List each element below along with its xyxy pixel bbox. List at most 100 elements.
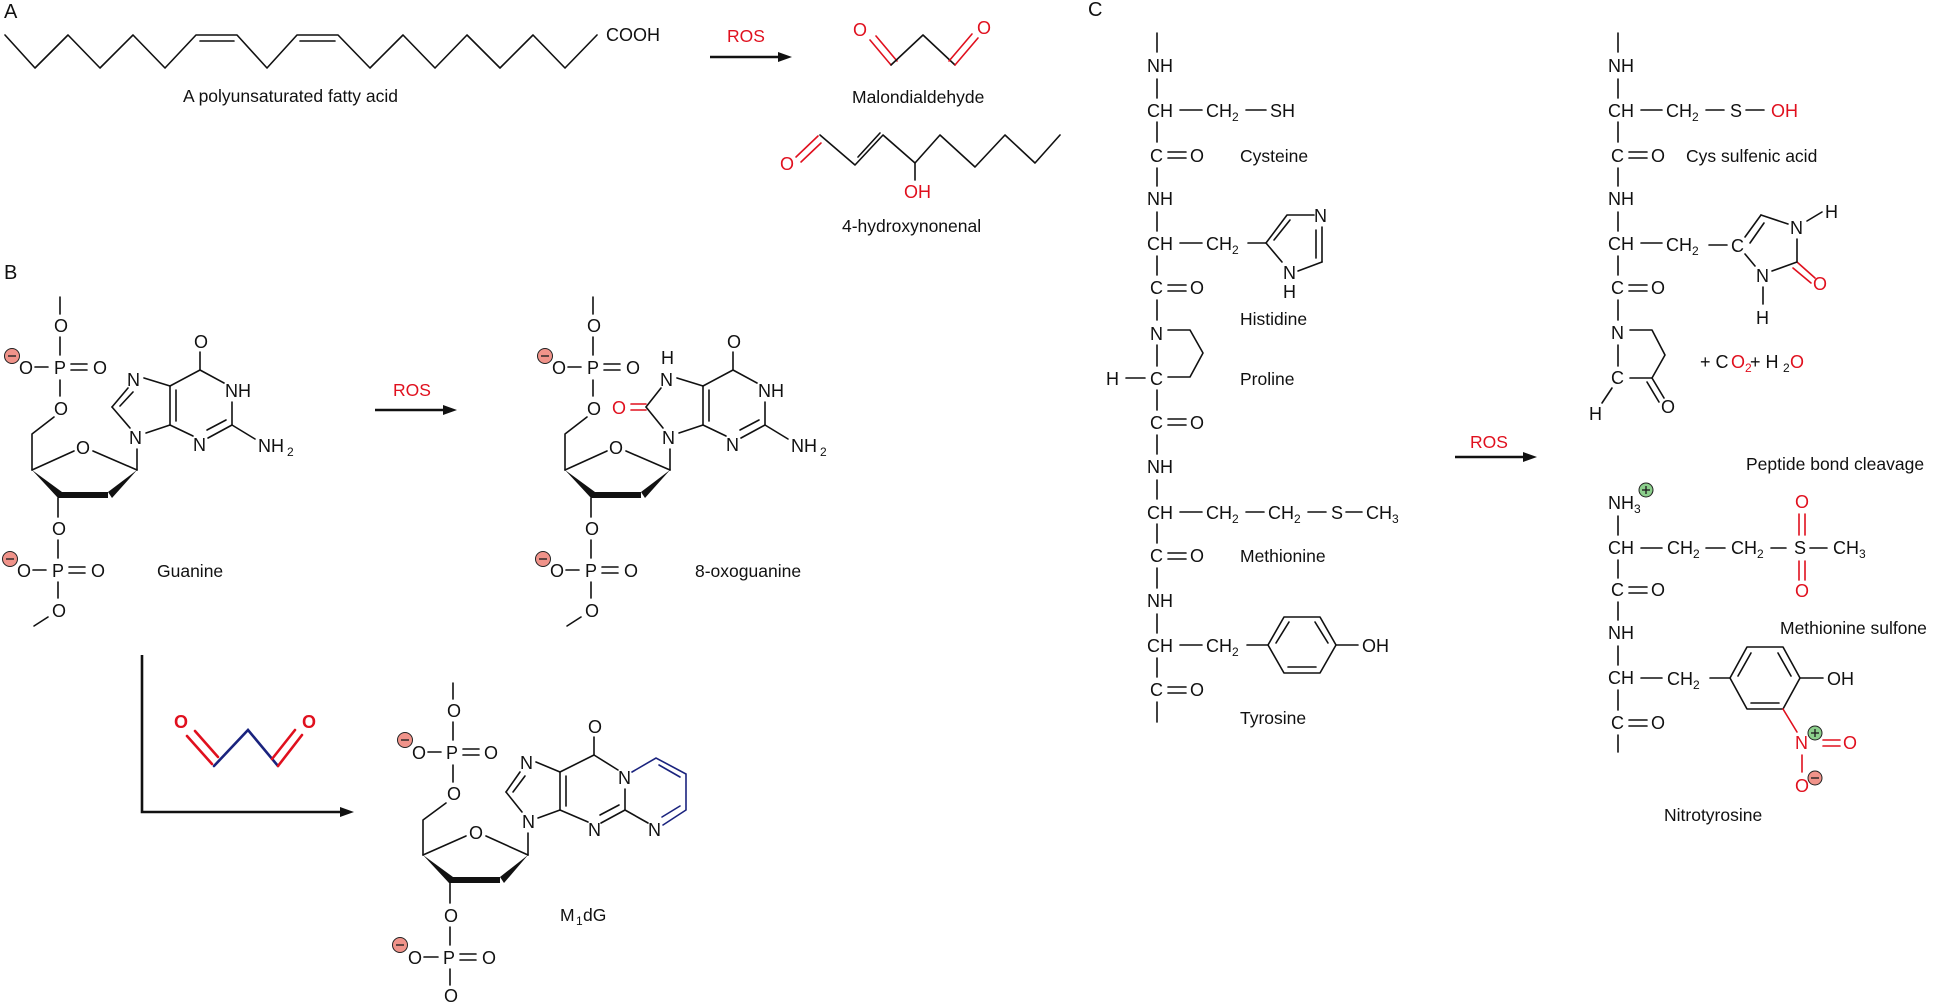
atom-o: O xyxy=(552,358,566,378)
atom-h: H xyxy=(1756,308,1769,328)
atom-o: O xyxy=(1190,680,1204,700)
atom-ch: CH xyxy=(1147,234,1173,254)
atom-nh: NH xyxy=(1147,56,1173,76)
atom-c: C xyxy=(1150,413,1163,433)
atom-ch2: CH xyxy=(1667,538,1693,558)
fatty-acid-chain xyxy=(4,34,598,69)
atom-n-pyrimido: N xyxy=(648,820,661,840)
atom-o8: O xyxy=(612,398,626,418)
label-subscript: 1 xyxy=(576,914,583,928)
atom-s: S xyxy=(1794,538,1806,558)
mda-oxygen-2: O xyxy=(977,18,991,38)
atom-h: H xyxy=(1825,202,1838,222)
atom-o: O xyxy=(444,986,458,1004)
sulfone-oxygen-top: O xyxy=(1795,492,1809,512)
methionine-label: Methionine xyxy=(1240,546,1326,566)
atom-o: O xyxy=(585,601,599,621)
ros-label-a: ROS xyxy=(727,26,765,46)
atom-ch: CH xyxy=(1147,636,1173,656)
atom-nh2: NH xyxy=(791,436,817,456)
mda-adduct-arrow: O O xyxy=(140,655,354,817)
atom-n1: N xyxy=(618,768,631,788)
nitro-oxygen-anion: O xyxy=(1795,776,1809,796)
atom-o: O xyxy=(1651,278,1665,298)
atom-o: O xyxy=(1651,146,1665,166)
atom-c: C xyxy=(1150,146,1163,166)
arrow-head xyxy=(340,807,354,817)
byproduct-text: + H xyxy=(1750,352,1779,372)
subscript: 3 xyxy=(1859,547,1866,561)
atom-ch: CH xyxy=(1608,234,1634,254)
atom-o: O xyxy=(444,906,458,926)
methionine-sulfone-label: Methionine sulfone xyxy=(1780,618,1927,638)
atom-n9: N xyxy=(662,428,675,448)
mda-oxygen-1: O xyxy=(853,20,867,40)
atom-c: C xyxy=(1150,278,1163,298)
atom-n: N xyxy=(1611,323,1624,343)
atom-nh: NH xyxy=(1608,56,1634,76)
atom-c: C xyxy=(1611,713,1624,733)
atom-o: O xyxy=(1190,146,1204,166)
atom-o: O xyxy=(1651,713,1665,733)
panel-a: A COOH A polyunsaturated fatty acid ROS … xyxy=(4,1,1061,236)
atom-o6: O xyxy=(194,332,208,352)
atom-o: O xyxy=(585,519,599,539)
byproducts: + C O 2 + H 2 O xyxy=(1700,352,1804,375)
atom-sh: SH xyxy=(1270,101,1295,121)
atom-o: O xyxy=(624,561,638,581)
ros-label-c: ROS xyxy=(1470,432,1508,452)
atom-o: O xyxy=(447,784,461,804)
atom-n: N xyxy=(1314,206,1327,226)
atom-c: C xyxy=(1731,236,1744,256)
malondialdehyde-label: Malondialdehyde xyxy=(852,87,984,107)
atom-o: O xyxy=(1651,580,1665,600)
nitrotyrosine-label: Nitrotyrosine xyxy=(1664,805,1762,825)
atom-o: O xyxy=(550,561,564,581)
hne-hydroxyl: OH xyxy=(904,182,931,202)
guanine-label: Guanine xyxy=(157,561,223,581)
mda-reagent: O O xyxy=(174,712,316,768)
malondialdehyde-structure: O O xyxy=(853,18,991,66)
byproduct-text: + C xyxy=(1700,352,1729,372)
atom-c: C xyxy=(1150,369,1163,389)
atom-n7: N xyxy=(520,753,533,773)
cysteine-label: Cysteine xyxy=(1240,146,1308,166)
atom-o: O xyxy=(19,358,33,378)
subscript: 2 xyxy=(1693,678,1700,692)
atom-o: O xyxy=(1190,278,1204,298)
atom-o: O xyxy=(412,743,426,763)
byproduct-oxygen: O xyxy=(1731,352,1745,372)
atom-p: P xyxy=(446,743,458,763)
oxoguanine-nucleotide: O O P O O O N O N H xyxy=(535,296,827,627)
subscript: 2 xyxy=(1232,512,1239,526)
hne-label: 4-hydroxynonenal xyxy=(842,216,981,236)
atom-oh: OH xyxy=(1827,669,1854,689)
atom-h: H xyxy=(1106,369,1119,389)
panel-label-c: C xyxy=(1088,0,1102,21)
atom-oh: OH xyxy=(1362,636,1389,656)
mda-oxygen-2: O xyxy=(302,712,316,732)
guanine-nucleotide: O O P O O O N N xyxy=(2,296,294,627)
atom-n9: N xyxy=(522,812,535,832)
ros-arrow-b: ROS xyxy=(375,380,457,415)
atom-ch2: CH xyxy=(1731,538,1757,558)
subscript: 2 xyxy=(1692,244,1699,258)
atom-n3: N xyxy=(193,435,206,455)
atom-n: N xyxy=(1150,324,1163,344)
atom-c: C xyxy=(1611,368,1624,388)
atom-ch2: CH xyxy=(1206,101,1232,121)
atom-o: O xyxy=(587,399,601,419)
m1dg-label: M 1 dG xyxy=(560,905,606,928)
atom-o: O xyxy=(484,743,498,763)
atom-ch2: CH xyxy=(1666,101,1692,121)
atom-ch: CH xyxy=(1608,538,1634,558)
cooh-group: COOH xyxy=(606,25,660,45)
atom-n7: N xyxy=(127,370,140,390)
atom-ch2: CH xyxy=(1667,669,1693,689)
atom-nh: NH xyxy=(1147,591,1173,611)
panel-c: C NH CH CH 2 SH C O Cysteine NH CH CH 2 xyxy=(1088,0,1927,825)
atom-ch2: CH xyxy=(1268,503,1294,523)
oxoguanine-label: 8-oxoguanine xyxy=(695,561,801,581)
atom-o: O xyxy=(54,399,68,419)
atom-o: O xyxy=(626,358,640,378)
